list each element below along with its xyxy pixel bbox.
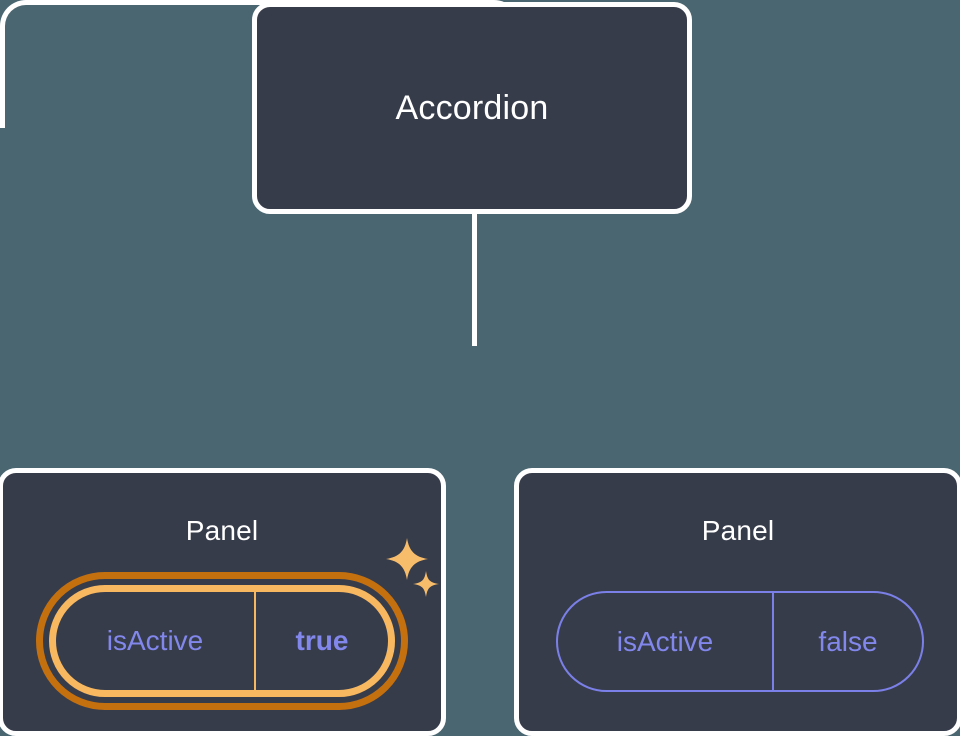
prop-pill-inner-ring: isActive true — [49, 585, 395, 697]
node-panel-active-label: Panel — [185, 515, 259, 546]
prop-key-isactive-left: isActive — [106, 625, 204, 656]
node-panel-inactive-label: Panel — [701, 515, 775, 546]
prop-key-isactive-right: isActive — [616, 625, 714, 657]
prop-value-false: false — [772, 593, 922, 690]
node-accordion-label: Accordion — [395, 88, 549, 127]
prop-value-true: true — [254, 592, 388, 690]
prop-pill-isactive-false[interactable]: isActive false — [556, 591, 924, 692]
node-accordion[interactable]: Accordion — [252, 2, 692, 214]
edge-root-to-bus — [472, 212, 477, 346]
prop-pill-isactive-true[interactable]: isActive true — [36, 572, 408, 710]
